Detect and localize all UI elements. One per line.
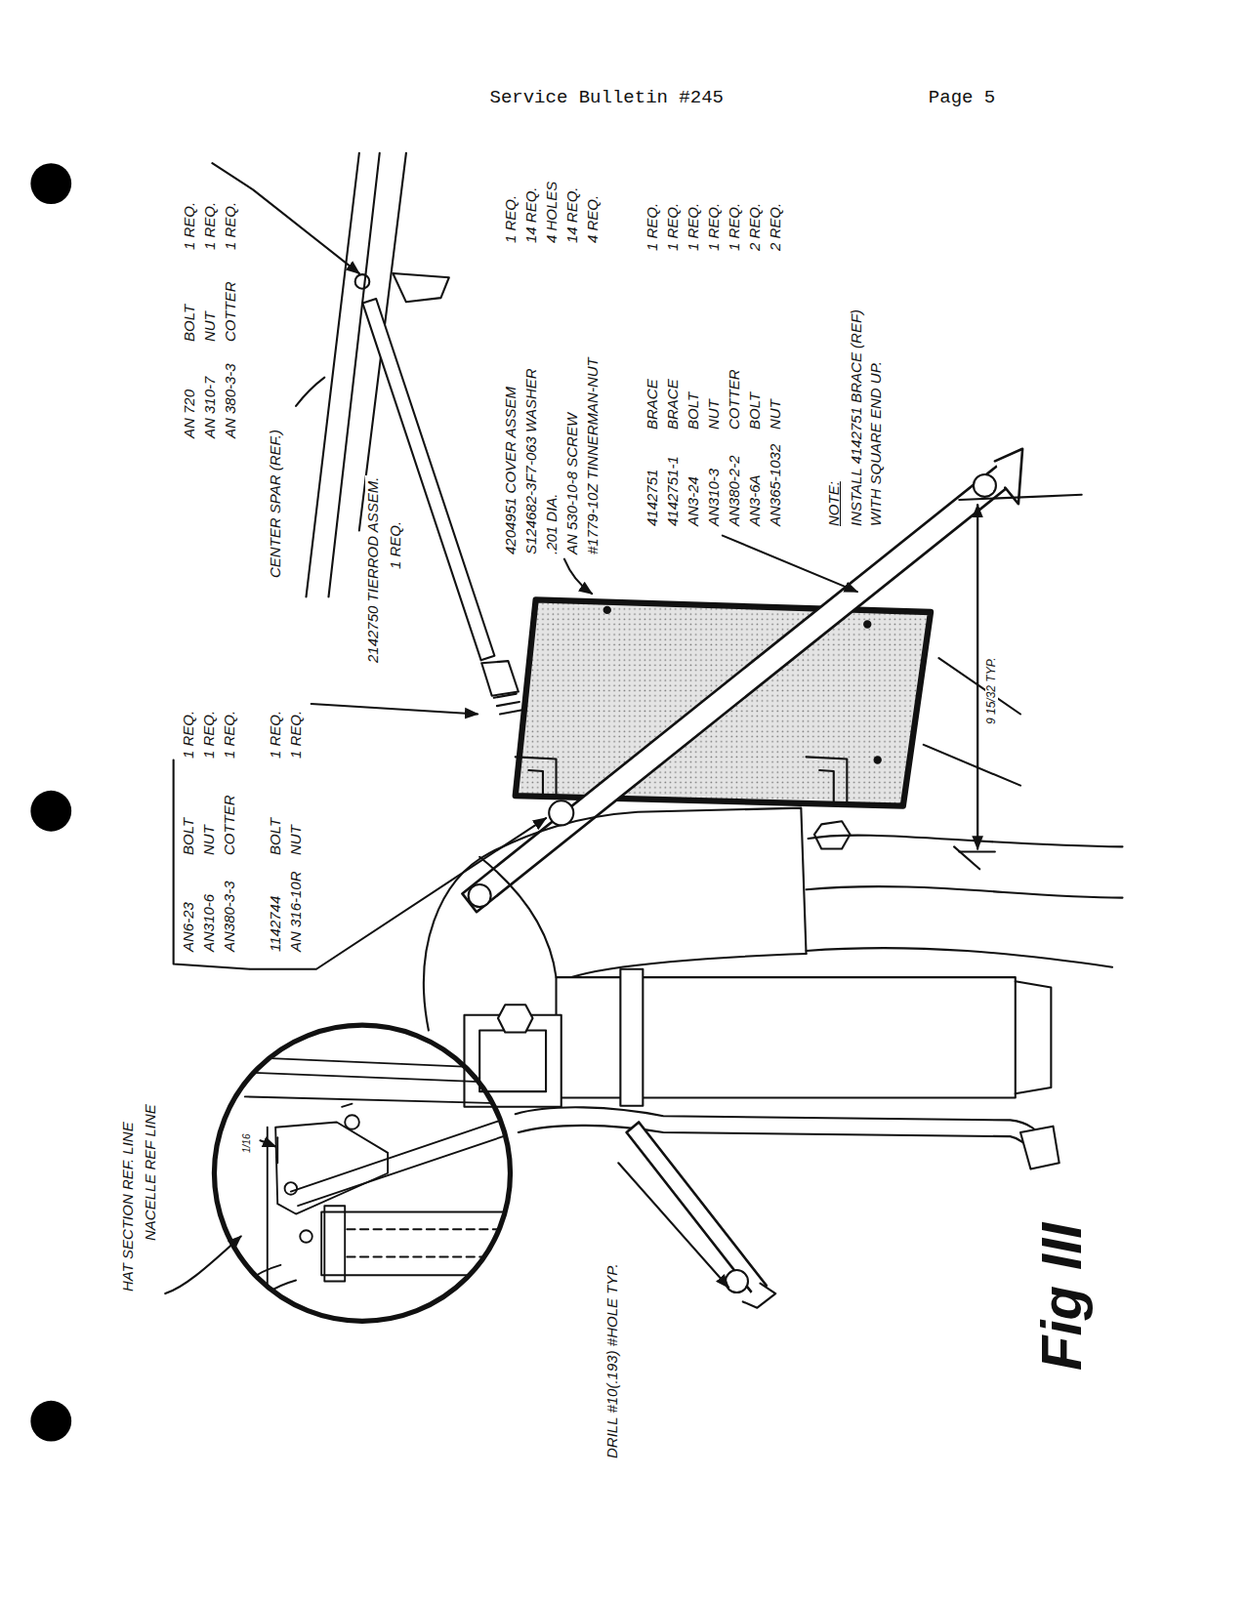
page-number: Page 5 — [926, 87, 998, 109]
callout-label: S124682-3F7-063 WASHER — [523, 366, 541, 557]
callout-label: 1 REQ. — [221, 707, 239, 760]
callout-label: BRACE — [644, 376, 662, 432]
callout-label: 1 REQ. — [222, 200, 240, 252]
callout-label: BOLT — [181, 302, 199, 344]
callout-label: 1 REQ. — [726, 201, 744, 253]
callout-label: 1 REQ. — [706, 201, 723, 253]
callout-label: 1 REQ. — [502, 193, 520, 246]
callout-label: BOLT — [685, 390, 703, 432]
callout-label: BOLT — [747, 390, 764, 432]
callout-label: 4 HOLES — [543, 178, 561, 245]
callout-label: AN 380-3-3 — [222, 362, 240, 442]
callout-label: CENTER SPAR (REF.) — [267, 427, 285, 581]
callout-label: 4142751 — [644, 467, 662, 529]
callout-label: 1 REQ. — [201, 707, 218, 760]
callout-label: AN 720 — [181, 387, 199, 441]
callout-label: 1 REQ. — [181, 200, 199, 252]
callout-label: AN380-3-3 — [221, 879, 239, 956]
callout-label: NUT — [201, 823, 218, 858]
callout-label: BRACE — [665, 376, 682, 432]
callout-label: AN365-1032 — [767, 442, 785, 529]
callout-label: NUT — [288, 823, 305, 858]
callout-label: 4 REQ. — [584, 193, 602, 246]
figure-caption: Fig III — [1030, 1220, 1093, 1372]
callout-label: 1 REQ. — [387, 519, 405, 572]
callout-label: NUT — [767, 397, 785, 432]
callout-label: 1 REQ. — [202, 200, 219, 252]
callout-label: 2 REQ. — [747, 201, 764, 253]
callout-label: 4142751-1 — [665, 455, 682, 530]
callout-label: 9 15/32 TYP. — [985, 656, 998, 728]
callout-label: DRILL #10(.193) #HOLE TYP. — [604, 1262, 622, 1462]
callout-label: 14 REQ. — [564, 184, 582, 246]
callout-label: 2142750 TIERROD ASSEM. — [365, 475, 382, 666]
callout-label: AN3-24 — [685, 474, 703, 529]
callout-label: HAT SECTION REF. LINE — [120, 1120, 137, 1294]
callout-label: AN380-2-2 — [726, 454, 744, 530]
callout-label: 1 REQ. — [180, 707, 198, 760]
callout-label: AN310-6 — [201, 892, 218, 955]
callout-label: 1 REQ. — [685, 201, 703, 253]
callout-label: COTTER — [726, 367, 744, 432]
callout-label: AN 310-7 — [202, 374, 219, 441]
callout-label: NOTE: — [826, 479, 843, 529]
callout-label: NACELLE REF LINE — [142, 1102, 160, 1244]
callout-label: 1 REQ. — [665, 201, 682, 253]
callout-label: AN3-6A — [747, 473, 764, 530]
callout-label: 1/16 — [241, 1131, 252, 1155]
callout-label: INSTALL 4142751 BRACE (REF) WITH SQUARE … — [846, 291, 887, 529]
callout-label: NUT — [202, 309, 219, 344]
callout-label: COTTER — [222, 279, 240, 344]
callout-label: BOLT — [267, 816, 285, 858]
callout-label: #1779-10Z TINNERMAN-NUT — [584, 355, 602, 557]
callout-label: NUT — [706, 397, 723, 432]
callout-label: AN 316-10R — [288, 870, 305, 956]
callout-label: 1 REQ. — [644, 201, 662, 253]
callout-label: 14 REQ. — [523, 184, 541, 246]
callout-label: AN 530-10-8 SCREW — [564, 410, 582, 556]
callout-label: COTTER — [221, 792, 239, 858]
page-header: Service Bulletin #245 — [488, 87, 726, 109]
callout-label: AN6-23 — [180, 900, 198, 955]
callout-label: 1 REQ. — [288, 707, 305, 760]
callout-label: AN310-3 — [706, 466, 723, 529]
callout-label: 1142744 — [267, 894, 285, 955]
callout-label: 1 REQ. — [267, 707, 285, 760]
callout-label: .201 DIA. — [543, 491, 561, 557]
callout-label: 2 REQ. — [767, 201, 785, 253]
callout-label: 4204951 COVER ASSEM — [502, 383, 520, 556]
callout-label: BOLT — [180, 816, 198, 858]
